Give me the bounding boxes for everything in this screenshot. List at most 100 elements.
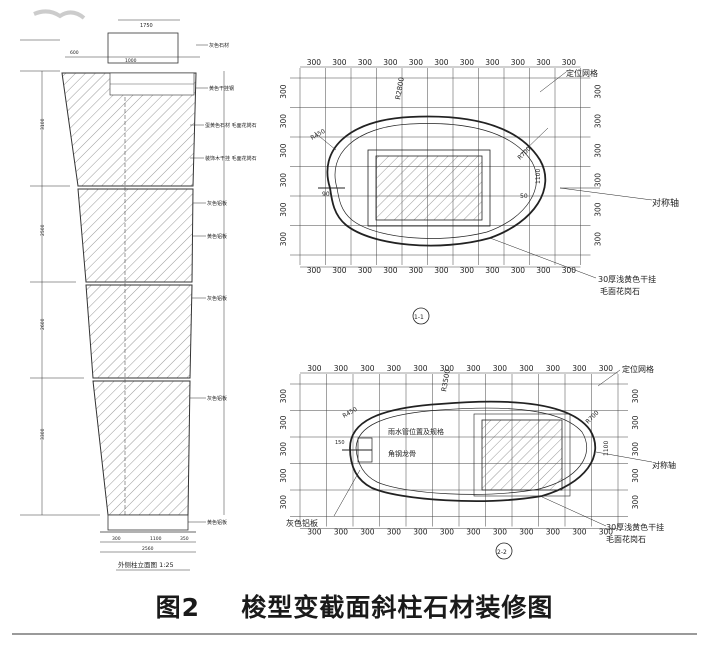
- grid-dim-label: 300: [332, 58, 347, 67]
- grid-dim-label: 300: [631, 468, 640, 483]
- elevation-callout: 装饰木干挂 毛面花岗石: [205, 155, 257, 162]
- plan1-core: [375, 155, 483, 221]
- grid-dim-label: 300: [279, 415, 288, 430]
- grid-dim-label: 300: [599, 364, 614, 373]
- plan1-radius: R450: [310, 128, 327, 142]
- elevation-callout: 灰色石材: [209, 42, 229, 49]
- elevation-title: 外侧柱立面图 1:25: [118, 560, 174, 569]
- grid-dim-label: 300: [307, 528, 322, 537]
- plan2-dim: 150: [335, 440, 345, 446]
- grid-dim-label: 300: [440, 528, 455, 537]
- plan2-core-frame: [473, 413, 571, 497]
- grid-dim-label: 300: [307, 364, 322, 373]
- grid-dim-label: 300: [413, 364, 428, 373]
- bottom-dim-label: 350: [180, 536, 189, 542]
- grid-dim-label: 300: [485, 58, 500, 67]
- grid-dim-label: 300: [562, 266, 577, 275]
- grid-dim-label: 300: [279, 232, 288, 247]
- grid-dim-label: 300: [519, 528, 534, 537]
- grid-dim-label: 300: [279, 495, 288, 510]
- left-dim-label: 3100: [40, 118, 46, 130]
- bottom-dim-label: 2560: [142, 546, 154, 552]
- grid-dim-label: 300: [413, 528, 428, 537]
- elevation-callout: 灰色铝板: [207, 200, 227, 207]
- plan2-grid-label: 定位网格: [622, 364, 654, 374]
- grid-dim-label: 300: [572, 364, 587, 373]
- grid-dim-label: 300: [360, 364, 375, 373]
- plan1-core-frame: [367, 149, 491, 227]
- bottom-dim-label: 1100: [150, 536, 162, 542]
- grid-dim-label: 300: [387, 528, 402, 537]
- plan2-dim: 1100: [603, 441, 610, 456]
- plan1-dim: 50: [520, 193, 528, 200]
- grid-dim-label: 300: [594, 114, 603, 129]
- grid-dim-label: 300: [307, 266, 322, 275]
- elevation-callout: 黄色铝板: [207, 233, 227, 240]
- plan2-outer-profile: [349, 400, 596, 502]
- grid-dim-label: 300: [631, 495, 640, 510]
- plan1-material-label: 30厚浅黄色干挂: [598, 274, 656, 284]
- figure-label: 图2: [155, 593, 200, 622]
- plan2-inner-profile: [355, 407, 587, 495]
- grid-dim-label: 300: [434, 266, 449, 275]
- grid-dim-label: 300: [279, 202, 288, 217]
- plan2-grid: [290, 374, 628, 527]
- grid-dim-label: 300: [460, 266, 475, 275]
- grid-dim-label: 300: [493, 528, 508, 537]
- grid-dim-label: 300: [594, 173, 603, 188]
- plan1-radius: R2800: [394, 77, 406, 101]
- elevation-callout: 灰色铝板: [207, 395, 227, 402]
- caption-rule: [12, 633, 697, 635]
- grid-dim-label: 300: [460, 58, 475, 67]
- plan2-material-label-2: 毛面花岗石: [606, 534, 646, 544]
- left-dim-label: 3300: [40, 428, 46, 440]
- plan2-light-label: 灰色铝板: [286, 518, 318, 528]
- grid-dim-label: 300: [334, 528, 349, 537]
- grid-dim-label: 300: [572, 528, 587, 537]
- grid-dim-label: 300: [631, 389, 640, 404]
- sub-dim-label: 600: [70, 50, 79, 56]
- elevation-callout: 蛋黄色石材 毛面花岗石: [205, 122, 257, 129]
- grid-dim-label: 300: [594, 202, 603, 217]
- grid-dim-label: 300: [332, 266, 347, 275]
- grid-dim-label: 300: [360, 528, 375, 537]
- grid-dim-label: 300: [594, 232, 603, 247]
- level-marks: [20, 39, 100, 516]
- left-dim-label: 2500: [40, 224, 46, 236]
- plan1-dim: 1100: [535, 169, 542, 184]
- elevation-callout: 黄色干挂钢: [209, 85, 234, 92]
- plan1-section-mark: 1-1: [414, 314, 424, 321]
- grid-dim-label: 300: [279, 114, 288, 129]
- grid-dim-label: 300: [409, 266, 424, 275]
- column-elevation: 1750 600 1000 3100 2500 2600 3300: [20, 9, 257, 571]
- plan-section-1: 300 300 300 300 300 300 300 300 300 300 300 300 300…: [279, 58, 679, 325]
- grid-dim-label: 300: [594, 84, 603, 99]
- left-dim-label: 2600: [40, 318, 46, 330]
- plan2-radius: R700: [584, 409, 600, 425]
- top-dim-label: 1750: [140, 23, 153, 29]
- grid-dim-label: 300: [279, 468, 288, 483]
- plan2-material-label: 30厚浅黄色干挂: [606, 522, 664, 532]
- grid-dim-label: 300: [599, 528, 614, 537]
- grid-dim-label: 300: [279, 173, 288, 188]
- grid-dim-label: 300: [440, 364, 455, 373]
- grid-dim-label: 300: [387, 364, 402, 373]
- grid-dim-label: 300: [511, 58, 526, 67]
- figure-title: 梭型变截面斜柱石材装修图: [241, 593, 554, 622]
- grid-dim-label: 300: [279, 442, 288, 457]
- plan2-radius: R3500: [440, 369, 452, 393]
- grid-dim-label: 300: [409, 58, 424, 67]
- grid-dim-label: 300: [358, 266, 373, 275]
- elevation-leaders: [188, 44, 225, 523]
- plan2-section-marker: [495, 542, 513, 560]
- grid-dim-label: 300: [536, 58, 551, 67]
- sub-dim-label: 1000: [125, 58, 137, 64]
- grid-dim-label: 300: [519, 364, 534, 373]
- grid-dim-label: 300: [279, 143, 288, 158]
- elevation-callout: 黄色铝板: [207, 519, 227, 526]
